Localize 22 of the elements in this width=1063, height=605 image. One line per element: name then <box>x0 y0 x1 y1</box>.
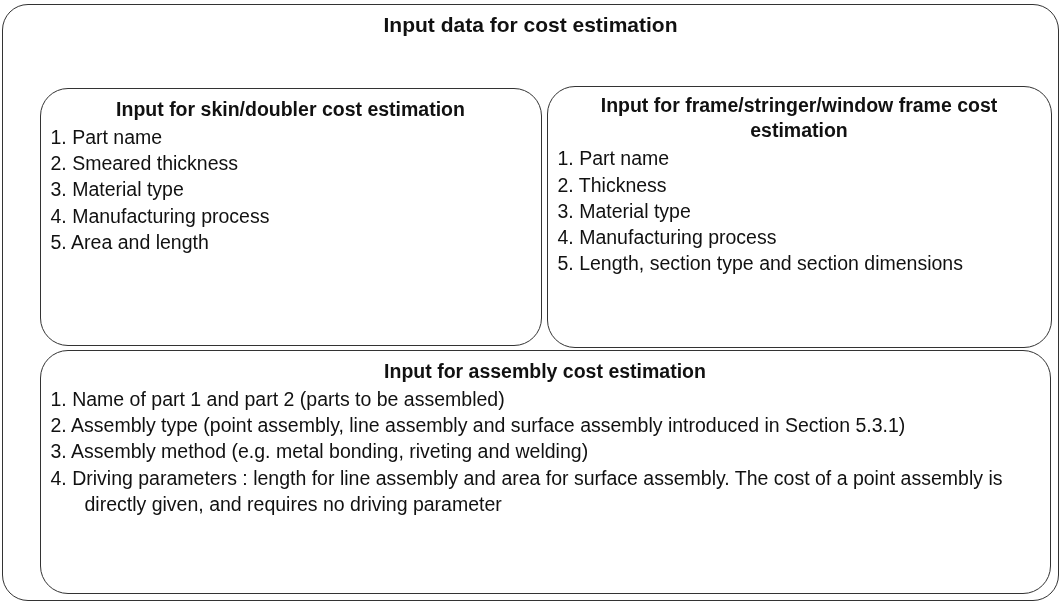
box-heading: Input for skin/doubler cost estimation <box>115 96 466 122</box>
list-item: 4. Manufacturing process <box>557 225 778 251</box>
list-item: 2. Thickness <box>557 172 668 198</box>
rounded-box <box>39 87 542 346</box>
box-heading: Input for assembly cost estimation <box>383 358 707 384</box>
list-item: 3. Assembly method (e.g. metal bonding, riveting and welding) <box>50 439 590 465</box>
list-item: 4. Driving parameters : length for line assembly and area for surface assembly. The cost of a point assembly is directly given, and requires no driving parameter <box>50 465 1004 518</box>
list-item: 2. Smeared thickness <box>50 151 239 177</box>
list-item: 1. Name of part 1 and part 2 (parts to be assembled) <box>50 386 506 412</box>
list-item: 3. Material type <box>50 177 185 203</box>
list-item: 2. Assembly type (point assembly, line assembly and surface assembly introduced in Section 5.3.1) <box>50 413 907 439</box>
rounded-box <box>2 4 1059 601</box>
list-item: 4. Manufacturing process <box>50 203 271 229</box>
list-item: 5. Length, section type and section dimensions <box>557 251 964 277</box>
list-item: 1. Part name <box>557 146 671 172</box>
list-item: 5. Area and length <box>50 230 210 256</box>
rounded-box <box>39 349 1051 594</box>
rounded-box <box>546 85 1052 348</box>
box-heading: Input for frame/stringer/window frame cost estimation <box>599 92 999 143</box>
box-heading: Input data for cost estimation <box>382 12 679 38</box>
list-item: 1. Part name <box>50 124 164 150</box>
list-item: 3. Material type <box>557 198 692 224</box>
